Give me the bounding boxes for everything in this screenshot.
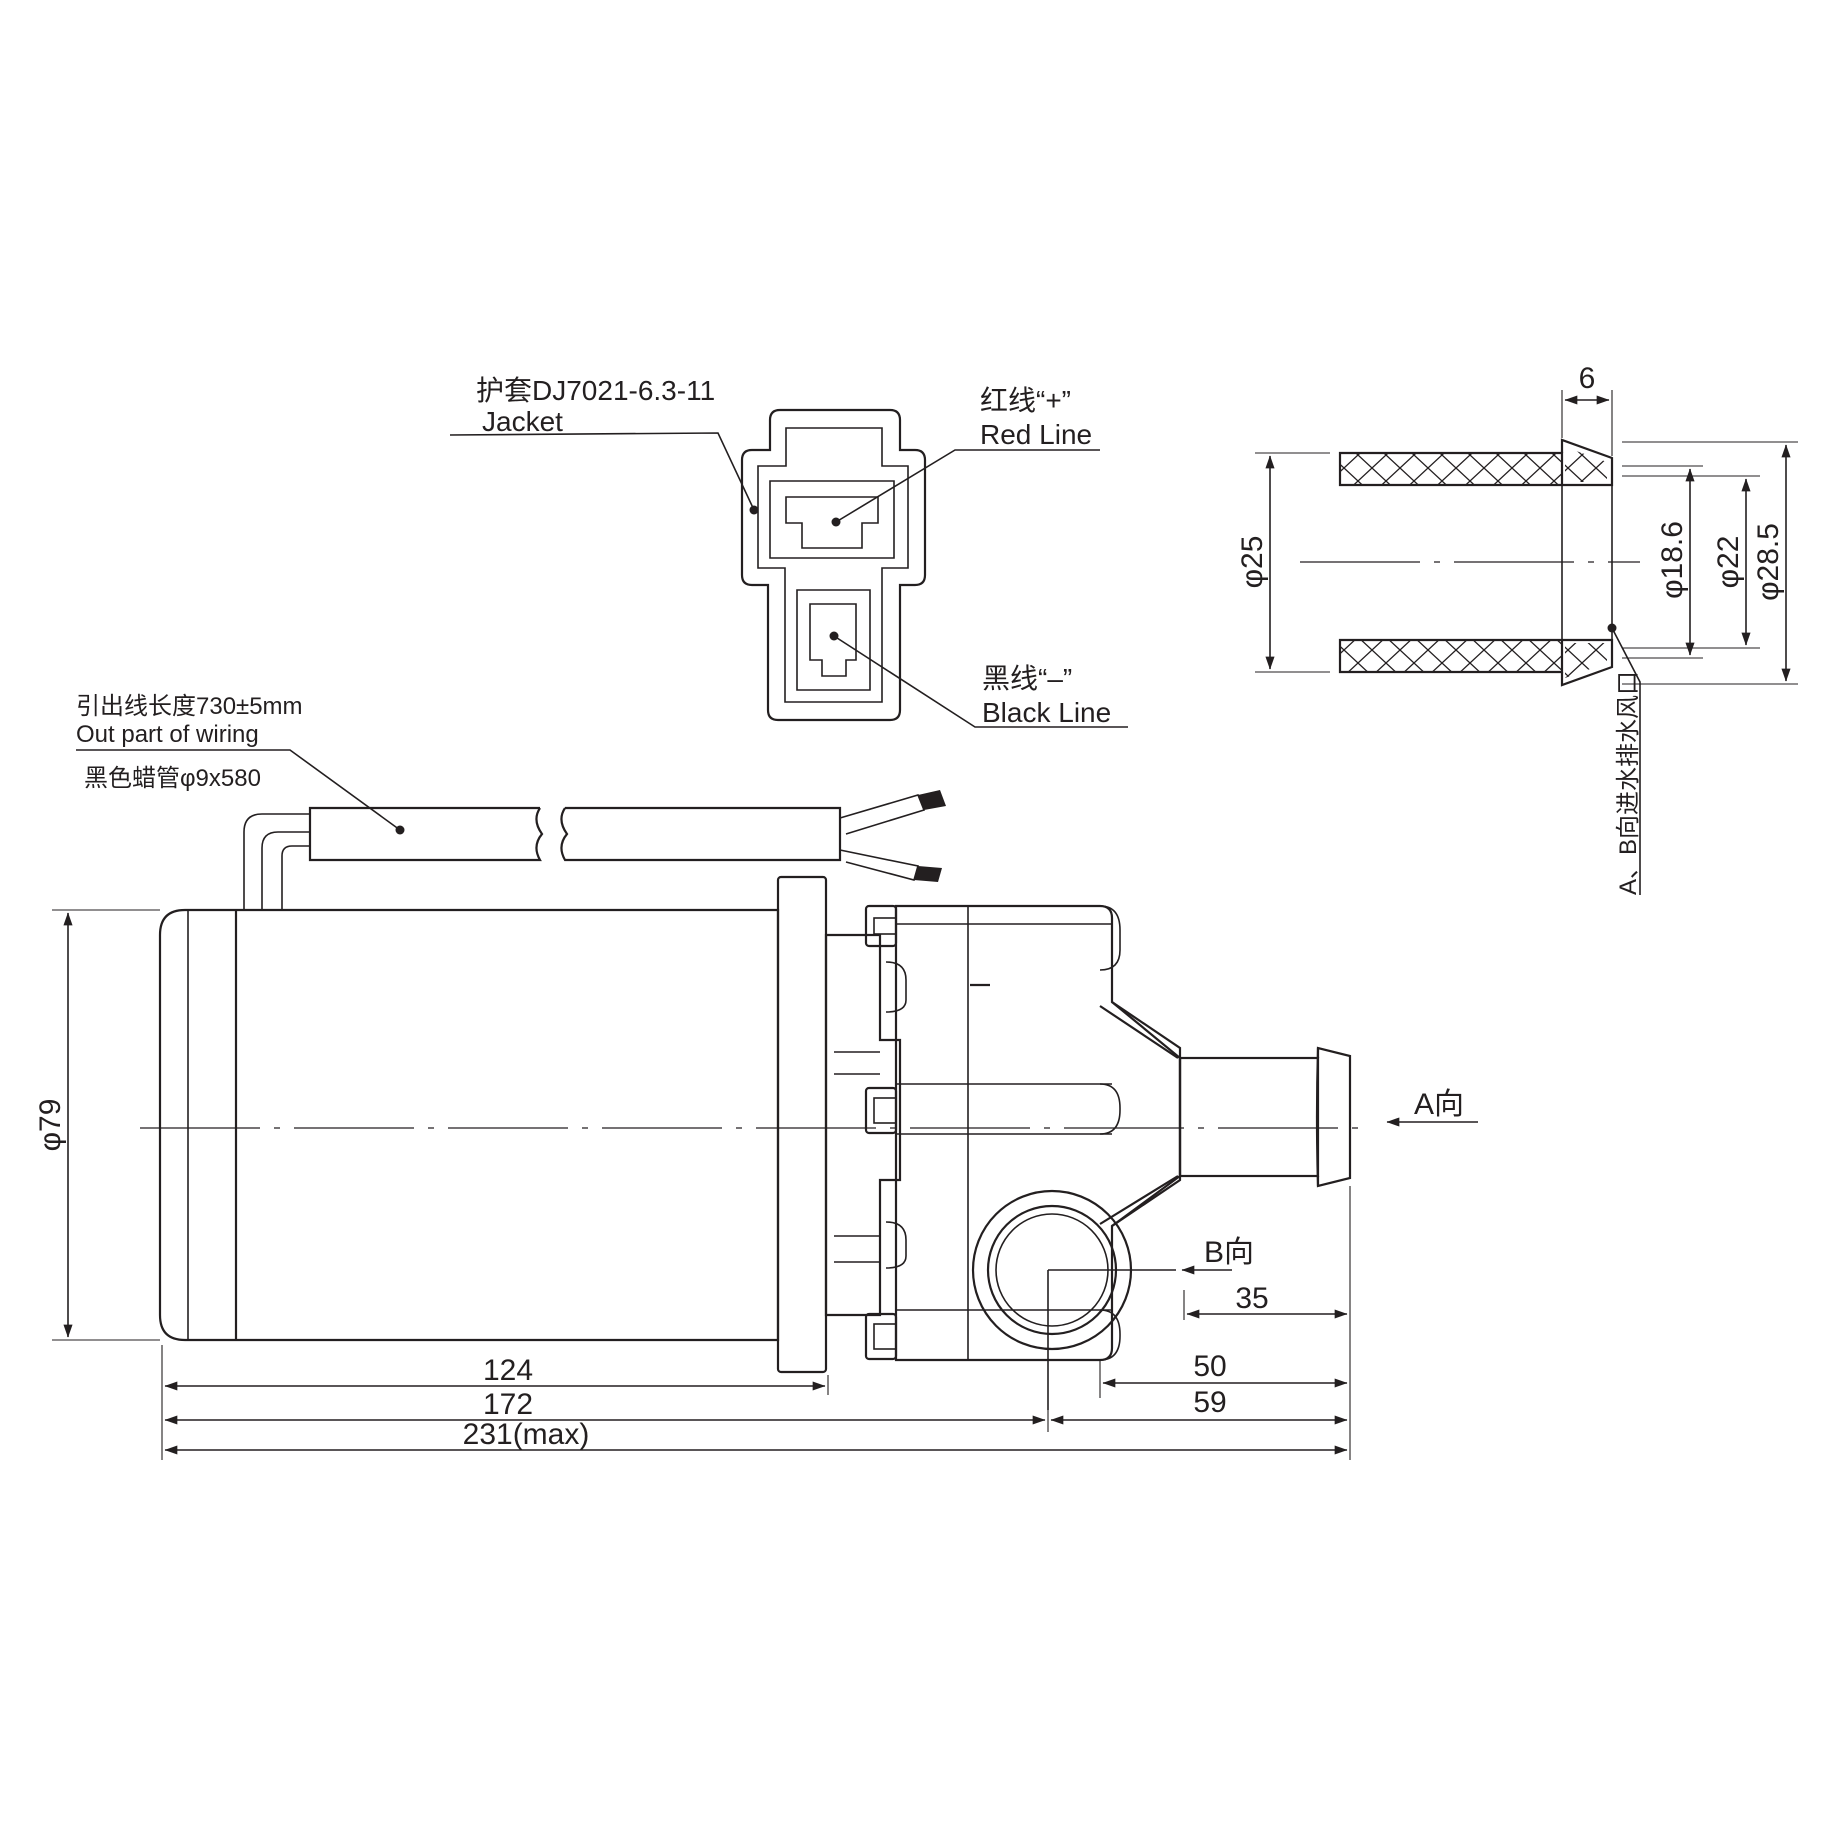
inlet-a-cone <box>1099 1005 1179 1225</box>
adapter-block <box>824 933 902 1317</box>
motor-body <box>158 908 780 1342</box>
housing-boss-top <box>1099 905 1121 971</box>
red-wire-tip <box>918 790 946 810</box>
dim-124-text: 124 <box>483 1354 533 1387</box>
red-line-label-cn: 红线“+” <box>980 385 1071 416</box>
jacket-leader <box>449 432 755 511</box>
wiring-leader <box>76 749 401 831</box>
connector-inner-shell <box>757 427 909 703</box>
nozzle-barb-bottom <box>1560 638 1614 687</box>
jacket-label-cn: 护套DJ7021-6.3-11 <box>476 375 715 406</box>
inlet-a-tube <box>1178 1056 1320 1178</box>
dim-22-text: φ22 <box>1712 536 1745 589</box>
black-line-label-en: Black Line <box>982 697 1111 728</box>
dim-6-text: 6 <box>1579 362 1596 395</box>
dim-35-text: 35 <box>1235 1282 1268 1315</box>
wiring-length-cn: 引出线长度730±5mm <box>76 693 303 720</box>
dim-79-text: φ79 <box>34 1099 67 1152</box>
pump-housing <box>894 904 1182 1362</box>
inlet-a-barb <box>1316 1046 1352 1188</box>
bolt-middle <box>864 1086 898 1135</box>
housing-boss-bottom <box>1099 1309 1121 1361</box>
nozzle-top-wall <box>1338 451 1564 487</box>
wiring-length-en: Out part of wiring <box>76 721 259 748</box>
adapter-lines <box>834 1051 880 1263</box>
connector-outer-shell <box>740 408 927 722</box>
black-wire-tip <box>914 866 942 882</box>
inlet-a-barb-curve <box>1315 1047 1320 1187</box>
housing-boss-mid <box>1099 1083 1121 1135</box>
dim-172-text: 172 <box>483 1388 533 1421</box>
red-line-label-en: Red Line <box>980 419 1092 450</box>
dim-231-text: 231(max) <box>463 1418 590 1451</box>
nozzle-note-text: A、B向进水排水风口 <box>1615 671 1642 895</box>
red-wire <box>839 794 926 835</box>
wire-bend-inner <box>281 845 310 910</box>
wiring-leader-dot <box>395 825 405 835</box>
dim-59-text: 59 <box>1193 1386 1226 1419</box>
wire-sleeve-left <box>308 806 544 862</box>
wire-bend-outer <box>243 813 310 910</box>
motor-flange <box>776 875 828 1374</box>
dir-a-label: A向 <box>1414 1088 1464 1121</box>
red-terminal-housing <box>769 480 895 559</box>
black-wire <box>839 849 920 881</box>
wire-bend-mid <box>261 831 310 910</box>
dim-25-text: φ25 <box>1236 536 1269 589</box>
barb-bottom-hatch <box>1565 643 1607 678</box>
dim-50-text: 50 <box>1193 1350 1226 1383</box>
barb-top-hatch <box>1565 447 1607 482</box>
red-line-leader <box>835 449 1100 523</box>
nozzle-section-view: 6 φ25 φ18.6 φ22 φ28.5 A、B向进水排水风口 <box>1236 362 1798 895</box>
dir-b-label: B向 <box>1204 1236 1254 1269</box>
black-line-leader <box>833 635 1128 728</box>
black-terminal <box>809 603 857 677</box>
black-terminal-housing <box>796 589 871 691</box>
jacket-label-en: Jacket <box>482 406 563 437</box>
nozzle-bottom-wall <box>1338 638 1564 674</box>
connector-view: 护套DJ7021-6.3-11 Jacket 红线“+” Red Line 黑线… <box>449 375 1128 728</box>
red-terminal <box>785 496 879 549</box>
wire-sleeve-right <box>560 806 842 862</box>
bolt-bottom <box>864 1312 898 1361</box>
dim-18-6-text: φ18.6 <box>1656 521 1689 599</box>
pump-side-view: A向 B向 φ79 35 124 50 172 59 231(max) <box>34 875 1478 1460</box>
nozzle-barb-top <box>1560 438 1614 487</box>
nozzle-note-leader <box>1611 627 1641 895</box>
wiring-view: 引出线长度730±5mm Out part of wiring 黑色蜡管φ9x5… <box>76 693 946 910</box>
wiring-sleeve-cn: 黑色蜡管φ9x580 <box>84 765 261 792</box>
black-line-label-cn: 黑线“–” <box>982 663 1072 694</box>
dim-28-5-text: φ28.5 <box>1752 523 1785 601</box>
